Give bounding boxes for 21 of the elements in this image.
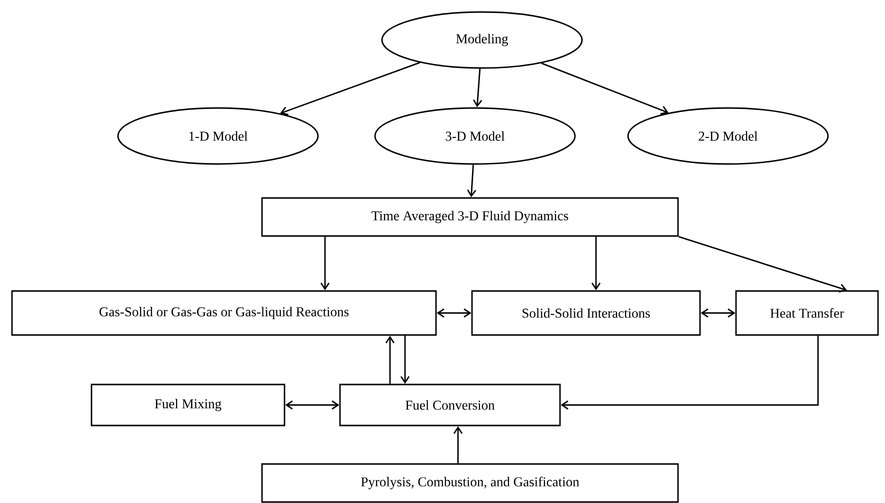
process-box: Heat Transfer [735,290,879,336]
arrow [320,236,330,290]
process-box: Fuel Mixing [90,384,286,426]
arrow [453,426,463,464]
arrow [285,400,340,410]
process-box: Fuel Conversion [339,384,561,426]
arrow [560,336,819,410]
process-box: Solid-Solid Interactions [471,290,701,336]
arrow [473,68,482,108]
arrow [700,308,736,318]
arrow [385,336,395,384]
arrow [678,236,848,293]
arrow [280,62,420,116]
arrow [541,62,669,115]
process-box: Gas-Solid or Gas-Gas or Gas-liquid Reactions [11,290,437,336]
arrow [436,308,472,318]
process-box: Pyrolysis, Combustion, and Gasification [261,463,679,503]
arrow [591,236,601,290]
arrow [467,164,476,198]
process-box: Time Averaged 3-D Fluid Dynamics [261,197,679,237]
arrow [400,336,410,384]
